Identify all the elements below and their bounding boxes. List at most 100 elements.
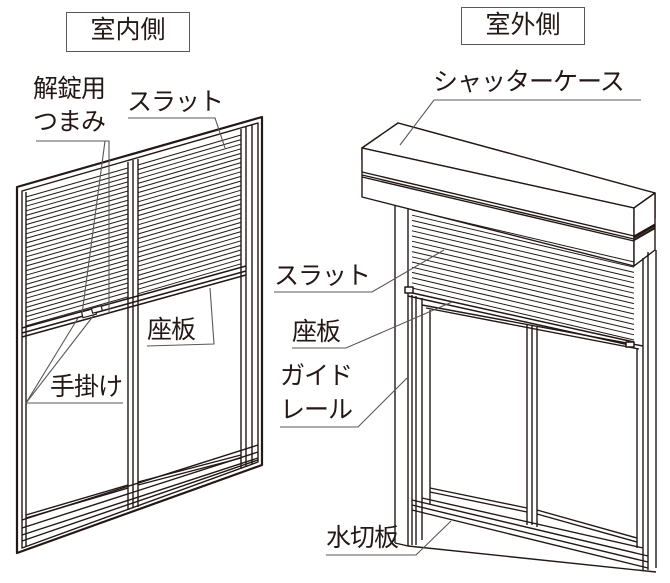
slat-line [137, 235, 242, 267]
slat-line [411, 235, 635, 289]
label-outdoor-slat: スラット [274, 261, 371, 290]
slat-line [137, 249, 242, 281]
slat-line [25, 296, 129, 327]
slat-line [25, 254, 129, 285]
slat-line [137, 221, 242, 253]
slat-line [137, 143, 242, 175]
leader-water-drip-plate [326, 520, 452, 556]
slat-line [411, 214, 635, 268]
slat-line [25, 277, 129, 308]
slat-line [411, 287, 635, 341]
slat-line [25, 204, 129, 235]
slat-line [137, 208, 242, 240]
slat-line [25, 245, 129, 276]
slat-line [25, 176, 129, 207]
slat-line [137, 263, 242, 295]
slat-line [25, 264, 129, 295]
slat-line [25, 236, 129, 267]
slat-line [411, 256, 635, 310]
label-guide-rail-line1: ガイド [280, 361, 353, 390]
slat-line [25, 227, 129, 258]
slat-line [137, 175, 242, 207]
slat-line [25, 291, 129, 322]
slat-line [137, 134, 242, 166]
slat-line [411, 277, 635, 331]
slat-line [25, 199, 129, 230]
indoor-slats-left [25, 167, 129, 327]
slat-line [137, 203, 242, 235]
slat-line [25, 241, 129, 272]
slat-line [137, 139, 242, 171]
slat-line [411, 240, 635, 294]
slat-line [137, 171, 242, 203]
slat-line [411, 209, 635, 263]
slat-line [25, 268, 129, 299]
label-guide-rail-line2: レール [280, 395, 353, 424]
slat-line [411, 219, 635, 273]
shutter-case [361, 122, 656, 267]
label-unlock-knob-line1: 解錠用 [33, 74, 106, 103]
slat-line [411, 225, 635, 279]
leader-unlock-knob [36, 140, 110, 313]
slat-line [25, 287, 129, 318]
label-outdoor-bottom-bar: 座板 [292, 317, 341, 346]
slat-line [137, 194, 242, 226]
slat-line [25, 250, 129, 281]
slat-line [25, 273, 129, 304]
slat-line [137, 157, 242, 189]
leader-indoor-slat [128, 117, 226, 149]
slat-line [137, 240, 242, 272]
slat-line [25, 167, 129, 198]
slat-line [25, 185, 129, 216]
label-indoor-slat: スラット [127, 87, 224, 116]
slat-line [25, 208, 129, 239]
slat-line [411, 266, 635, 320]
slat-line [137, 244, 242, 276]
label-unlock-knob-line2: つまみ [33, 107, 106, 136]
outdoor-slats [411, 209, 635, 341]
indoor-window-frame [15, 115, 264, 555]
slat-line [25, 213, 129, 244]
slat-line [411, 251, 635, 305]
slat-line [25, 282, 129, 313]
leader-guide-rail [280, 377, 408, 428]
label-shutter-case: シャッターケース [433, 67, 625, 96]
slat-line [137, 162, 242, 194]
slat-line [137, 166, 242, 198]
slat-line [137, 226, 242, 258]
slat-line [411, 282, 635, 336]
label-indoor-bottom-bar: 座板 [147, 315, 196, 344]
slat-line [137, 258, 242, 290]
slat-line [137, 180, 242, 212]
slat-line [25, 190, 129, 221]
label-handle: 手掛け [50, 372, 123, 401]
slat-line [411, 230, 635, 284]
slat-line [137, 152, 242, 184]
slat-line [137, 231, 242, 263]
outdoor-side-header: 室外側 [461, 7, 585, 45]
slat-line [25, 259, 129, 290]
slat-line [137, 254, 242, 286]
leader-outdoor-slat [274, 249, 445, 293]
slat-line [25, 218, 129, 249]
slat-line [137, 212, 242, 244]
slat-line [25, 195, 129, 226]
indoor-bottom-bar [21, 265, 247, 338]
indoor-handle-knob [80, 305, 103, 319]
slat-line [137, 198, 242, 230]
outdoor-frame [394, 205, 657, 573]
slat-line [411, 271, 635, 325]
slat-line [25, 231, 129, 262]
slat-line [137, 148, 242, 180]
slat-line [411, 261, 635, 315]
indoor-side-header: 室内側 [66, 12, 190, 52]
slat-line [25, 181, 129, 212]
slat-line [137, 189, 242, 221]
leader-outdoor-bottom-bar [292, 301, 453, 349]
slat-line [137, 217, 242, 249]
label-water-drip-plate: 水切板 [326, 523, 399, 552]
leader-lines [25, 99, 641, 556]
leader-shutter-case [399, 99, 641, 146]
slat-line [137, 185, 242, 217]
